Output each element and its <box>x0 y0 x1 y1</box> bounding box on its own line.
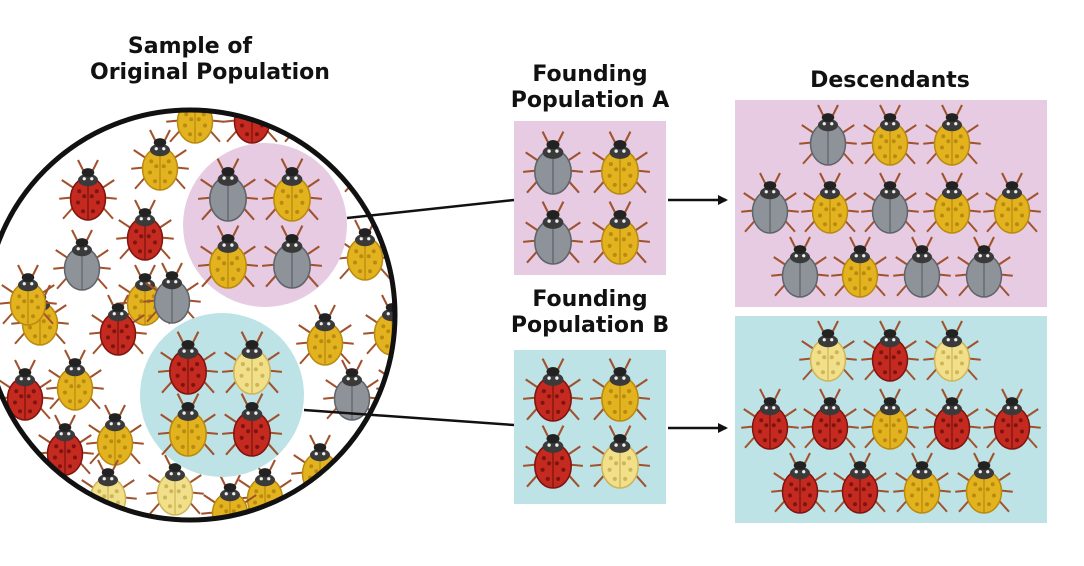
yellow-beetle-icon <box>197 225 259 289</box>
red-beetle-icon <box>157 331 219 395</box>
red-beetle-icon <box>59 159 117 221</box>
descendants-b-beetles <box>741 320 1041 514</box>
original-title-line2: Original Population <box>90 60 330 85</box>
yellow-beetle-icon <box>923 172 981 234</box>
founding-a-title-line1: Founding <box>532 62 648 87</box>
pale-beetle-icon <box>799 320 857 382</box>
red-beetle-icon <box>831 452 889 514</box>
founding-population-b-title: Founding Population B <box>510 287 670 339</box>
red-beetle-icon <box>522 425 584 489</box>
yellow-beetle-icon <box>0 264 57 326</box>
red-beetle-icon <box>801 388 859 450</box>
gray-beetle-icon <box>955 236 1013 298</box>
pale-beetle-icon <box>589 425 651 489</box>
founding-population-b-box <box>514 350 666 504</box>
yellow-beetle-icon <box>861 104 919 166</box>
descendants-a-beetles <box>741 104 1041 298</box>
yellow-beetle-icon <box>131 129 189 191</box>
yellow-beetle-icon <box>983 172 1041 234</box>
subsample-a-circle <box>183 143 347 307</box>
yellow-beetle-icon <box>831 236 889 298</box>
founding-a-title-line2: Population A <box>510 88 670 113</box>
founding-population-a-beetles <box>522 131 651 265</box>
red-beetle-icon <box>89 294 147 356</box>
gray-beetle-icon <box>741 172 799 234</box>
yellow-beetle-icon <box>261 158 323 222</box>
yellow-beetle-icon <box>923 104 981 166</box>
yellow-beetle-icon <box>157 393 219 457</box>
subsample-b-beetles <box>157 331 283 457</box>
yellow-beetle-icon <box>296 304 354 366</box>
descendants-title: Descendants <box>790 68 990 94</box>
red-beetle-icon <box>983 388 1041 450</box>
gray-beetle-icon <box>771 236 829 298</box>
gray-beetle-icon <box>53 229 111 291</box>
founding-population-b-beetles <box>522 358 651 489</box>
red-beetle-icon <box>522 358 584 422</box>
connector-line-b <box>303 408 515 427</box>
gray-beetle-icon <box>197 158 259 222</box>
gray-beetle-icon <box>522 201 584 265</box>
founding-b-title-line1: Founding <box>532 287 648 312</box>
original-title-line1: Sample of <box>127 34 253 59</box>
gray-beetle-icon <box>799 104 857 166</box>
pale-beetle-icon <box>221 331 283 395</box>
yellow-beetle-icon <box>86 404 144 466</box>
yellow-beetle-icon <box>46 349 104 411</box>
yellow-beetle-icon <box>336 219 394 281</box>
yellow-beetle-icon <box>589 131 651 195</box>
yellow-beetle-icon <box>861 388 919 450</box>
red-beetle-icon <box>36 414 94 476</box>
founding-population-a-title: Founding Population A <box>510 62 670 114</box>
pale-beetle-icon <box>923 320 981 382</box>
founding-b-title-line2: Population B <box>510 313 670 338</box>
red-beetle-icon <box>0 359 54 421</box>
original-population-title: Sample of Original Population <box>90 34 330 86</box>
yellow-beetle-icon <box>589 358 651 422</box>
red-beetle-icon <box>221 393 283 457</box>
original-population-outline <box>0 107 398 523</box>
gray-beetle-icon <box>411 270 469 330</box>
yellow-beetle-icon <box>801 172 859 234</box>
red-beetle-icon <box>116 199 174 261</box>
connector-line-a <box>346 198 515 220</box>
red-beetle-icon <box>741 388 799 450</box>
red-beetle-icon <box>771 452 829 514</box>
yellow-beetle-icon <box>589 201 651 265</box>
yellow-beetle-icon <box>893 452 951 514</box>
yellow-beetle-icon <box>403 193 461 253</box>
yellow-beetle-icon <box>955 452 1013 514</box>
red-beetle-icon <box>923 388 981 450</box>
gray-beetle-icon <box>261 225 323 289</box>
gray-beetle-icon <box>861 172 919 234</box>
gray-beetle-icon <box>323 359 381 421</box>
gray-beetle-icon <box>522 131 584 195</box>
subsample-a-beetles <box>197 158 323 289</box>
gray-beetle-icon <box>341 459 395 520</box>
pale-beetle-icon <box>146 454 204 516</box>
red-beetle-icon <box>861 320 919 382</box>
gray-beetle-icon <box>893 236 951 298</box>
descendants-title-text: Descendants <box>810 68 970 93</box>
